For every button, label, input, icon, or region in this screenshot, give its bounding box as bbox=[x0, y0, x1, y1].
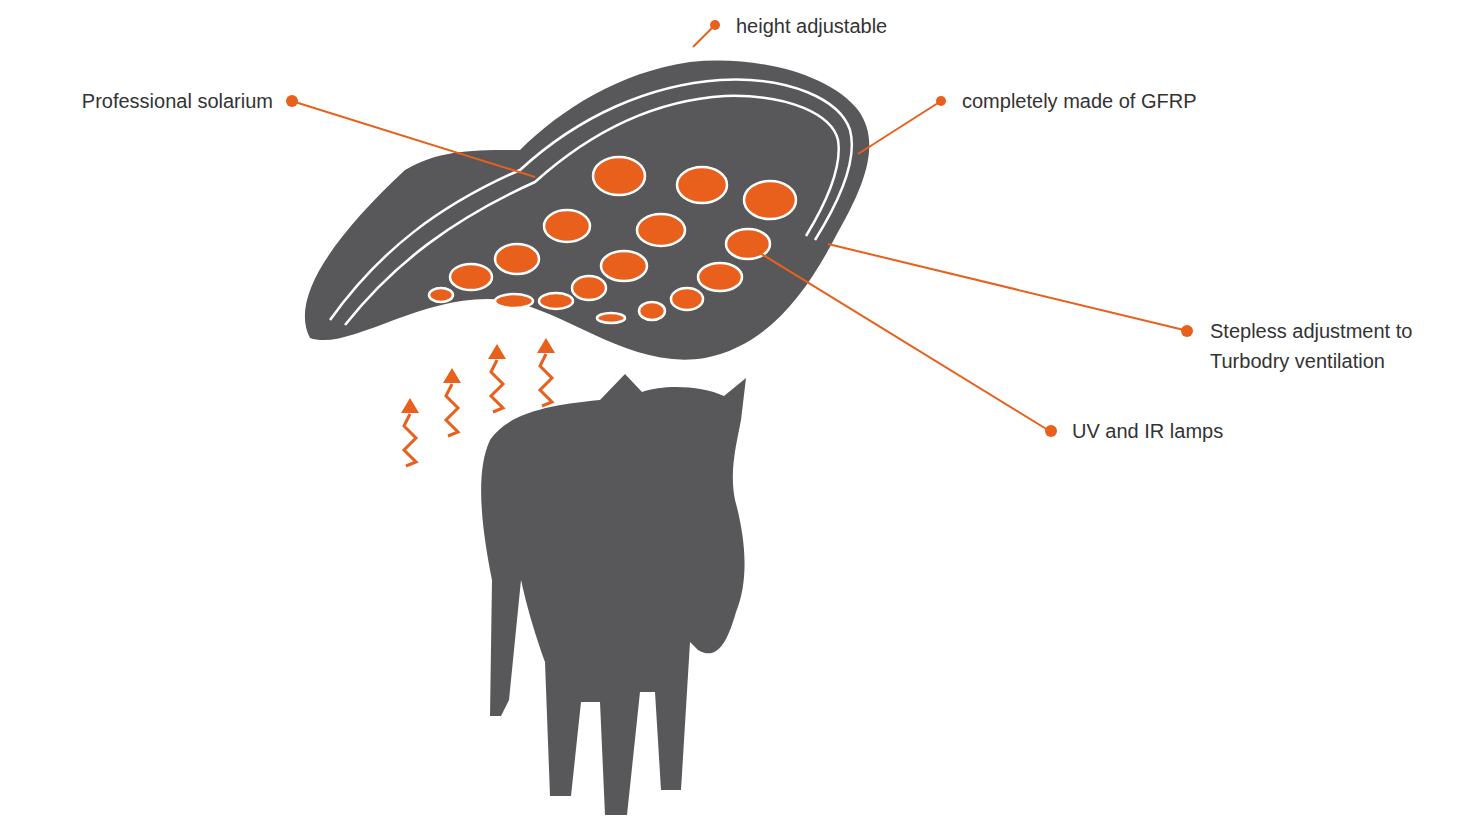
callout-label: completely made of GFRP bbox=[962, 86, 1197, 116]
hood-rim-line bbox=[330, 80, 852, 320]
horse-silhouette bbox=[481, 374, 746, 815]
callout-label: height adjustable bbox=[736, 11, 887, 41]
leader-lines bbox=[295, 28, 1184, 430]
lamp-array bbox=[429, 157, 796, 323]
radiation-arrowheads bbox=[401, 338, 555, 413]
callout-label: Stepless adjustment to Turbodry ventilat… bbox=[1210, 316, 1450, 376]
solarium-hood bbox=[305, 61, 869, 360]
callout-label: Professional solarium bbox=[82, 86, 273, 116]
hood-rim-line bbox=[345, 96, 839, 325]
callout-label: UV and IR lamps bbox=[1072, 416, 1223, 446]
leader-dots bbox=[286, 20, 1193, 437]
